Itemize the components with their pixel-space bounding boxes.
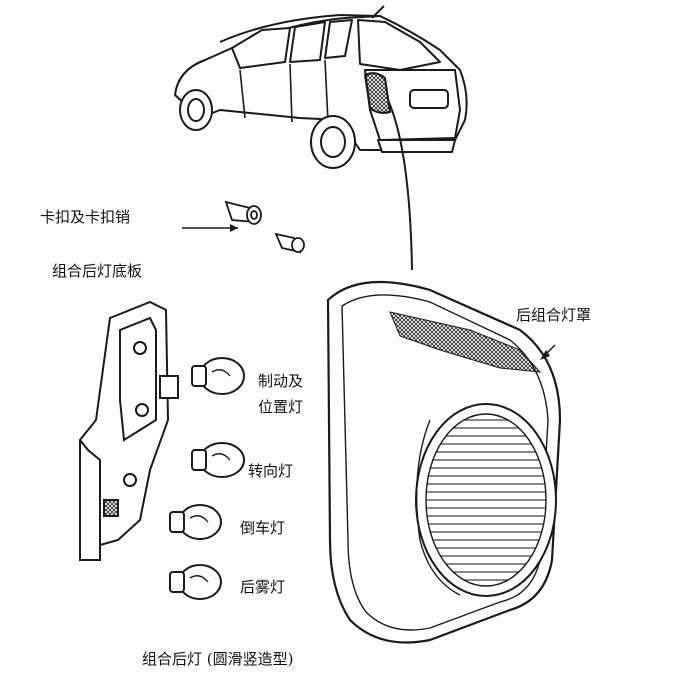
arrow-clip [230,224,238,232]
diagram-caption: 组合后灯 (圆滑竖造型) [142,650,294,668]
label-brake-position-1: 制动及 [258,372,304,390]
label-brake-position-2: 位置灯 [258,398,304,416]
arrow-lamp-cover [540,350,550,360]
base-plate [78,300,179,561]
lamp-cover [326,280,562,644]
car-illustration [174,5,468,169]
bulb-rear-fog [169,564,222,600]
label-rear-fog: 后雾灯 [240,578,286,596]
bulb-turn-signal [191,442,245,478]
label-lamp-cover: 后组合灯罩 [516,306,592,324]
bulb-brake-position [191,357,245,395]
label-base-plate: 组合后灯底板 [52,262,143,280]
leader-car-to-lamp [387,99,413,271]
label-turn-signal: 转向灯 [248,462,294,480]
label-reverse: 倒车灯 [240,519,286,537]
label-clip-and-pin: 卡扣及卡扣销 [40,208,131,226]
bulb-reverse [169,504,222,540]
clip-parts [224,200,305,254]
